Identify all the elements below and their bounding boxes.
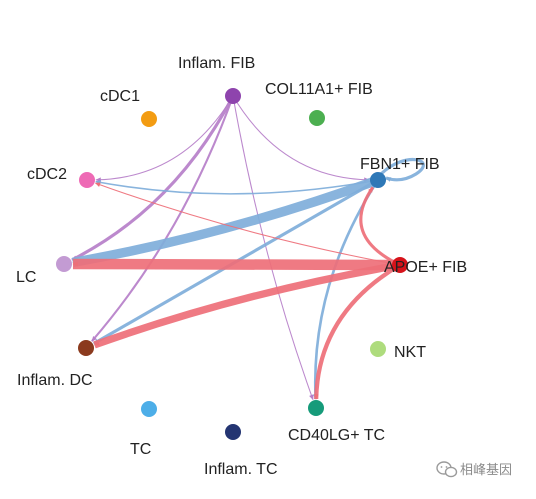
node-inflam_tc	[225, 424, 241, 440]
edge-fbn1_fib-to-fbn1_fib	[379, 158, 425, 182]
node-inflam_fib	[225, 88, 241, 104]
node-col11a1_fib	[309, 110, 325, 126]
edge-fbn1_fib-to-cdc2	[95, 179, 379, 195]
node-layer	[56, 88, 408, 440]
edge-fbn1_fib-to-lc	[72, 175, 380, 268]
node-label-inflam_tc: Inflam. TC	[204, 461, 278, 478]
edge-apoe_fib-to-fbn1_fib	[359, 186, 401, 267]
edge-apoe_fib-to-inflam_dc	[93, 261, 401, 349]
edge-layer	[71, 95, 425, 401]
node-label-cd40lg_tc: CD40LG+ TC	[288, 427, 385, 444]
node-nkt	[370, 341, 386, 357]
edge-apoe_fib-to-cd40lg_tc	[313, 263, 402, 400]
node-fbn1_fib	[370, 172, 386, 188]
node-apoe_fib	[392, 257, 408, 273]
node-label-apoe_fib: APOE+ FIB	[384, 259, 467, 276]
label-layer: Inflam. FIB COL11A1+ FIB cDC1 cDC2 FBN1+ FIB…	[16, 55, 467, 478]
node-label-inflam_dc: Inflam. DC	[17, 372, 93, 389]
node-label-col11a1_fib: COL11A1+ FIB	[265, 81, 373, 98]
edge-inflam_fib-to-lc	[71, 95, 235, 262]
edge-inflam_fib-to-cd40lg_tc	[232, 95, 314, 401]
node-lc	[56, 256, 72, 272]
node-cdc1	[141, 111, 157, 127]
node-cd40lg_tc	[308, 400, 324, 416]
watermark: 相峰基因	[436, 461, 512, 478]
node-label-nkt: NKT	[394, 344, 426, 361]
watermark-text: 相峰基因	[460, 463, 512, 478]
node-label-cdc2: cDC2	[27, 166, 67, 183]
node-label-inflam_fib: Inflam. FIB	[178, 55, 255, 72]
node-label-cdc1: cDC1	[100, 88, 140, 105]
node-label-lc: LC	[16, 269, 36, 286]
edge-inflam_fib-to-cdc2	[95, 95, 234, 183]
node-label-tc: TC	[130, 441, 151, 458]
edge-apoe_fib-to-lc	[72, 258, 401, 271]
edge-inflam_fib-to-inflam_dc	[91, 95, 234, 342]
node-label-fbn1_fib: FBN1+ FIB	[360, 156, 440, 173]
node-inflam_dc	[78, 340, 94, 356]
wechat-icon	[436, 461, 458, 478]
edge-inflam_fib-to-fbn1_fib	[232, 95, 370, 183]
node-cdc2	[79, 172, 95, 188]
edge-apoe_fib-to-cdc2	[94, 182, 401, 266]
node-tc	[141, 401, 157, 417]
